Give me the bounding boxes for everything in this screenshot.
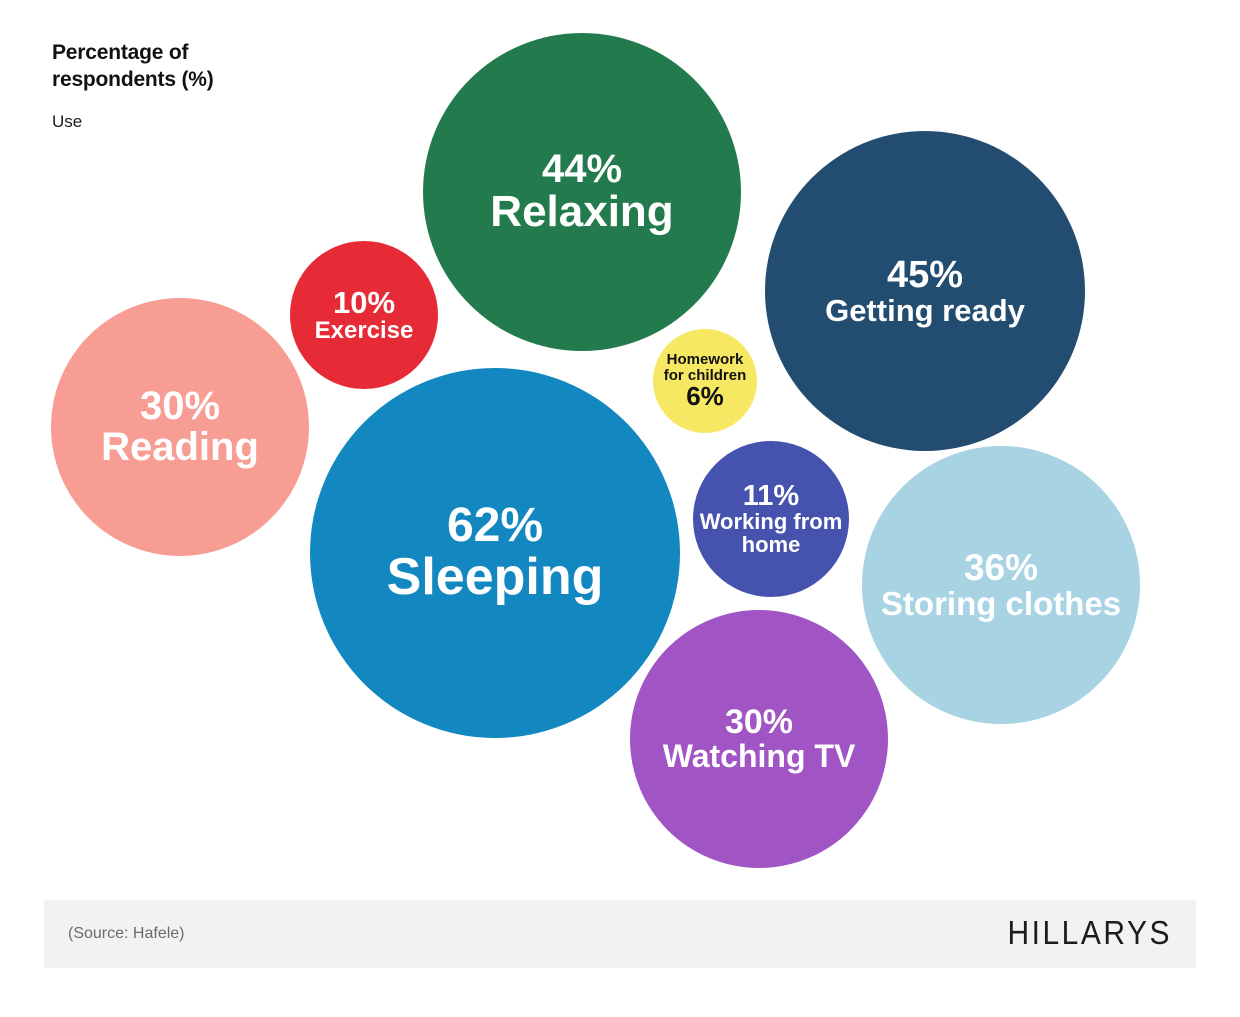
bubble-value: 62% [446, 499, 544, 552]
bubble-label: Exercise [314, 316, 414, 344]
bubble-label: Getting ready [825, 292, 1025, 328]
bubble-label: Relaxing [490, 186, 674, 236]
chart-subtitle: Use [52, 111, 83, 131]
bubble-label: Working from home [699, 509, 843, 557]
bubble-value: 36% [963, 547, 1039, 589]
hillarys-logo: HILLARYS [1007, 914, 1172, 952]
bubble-value: 44% [541, 147, 623, 192]
bubble-getting-ready[interactable]: 45%Getting ready [765, 131, 1085, 451]
chart-header: Percentage of respondents (%) Use [52, 40, 472, 132]
bubble-sleeping[interactable]: 62%Sleeping [310, 368, 680, 738]
page-title: Percentage of respondents (%) [52, 41, 214, 91]
bubble-label: Watching TV [662, 738, 856, 775]
bubble-value: 10% [332, 284, 396, 320]
bubble-value: 11% [742, 479, 800, 512]
bubble-value: 45% [886, 253, 964, 296]
bubble-value: 30% [724, 703, 794, 742]
source-note: (Source: Hafele) [68, 925, 185, 942]
bubble-value: 30% [139, 384, 221, 429]
bubble-value: 6% [686, 381, 724, 412]
bubble-storing-clothes[interactable]: 36%Storing clothes [862, 446, 1140, 724]
bubble-reading[interactable]: 30%Reading [51, 298, 309, 556]
bubble-label: Storing clothes [880, 585, 1122, 623]
bubble-label: Reading [101, 425, 259, 469]
bubble-relaxing[interactable]: 44%Relaxing [423, 33, 741, 351]
bubble-working-from-home[interactable]: 11%Working from home [693, 441, 849, 597]
chart-footer: (Source: Hafele) HILLARYS [44, 900, 1196, 968]
bubble-watching-tv[interactable]: 30%Watching TV [630, 610, 888, 868]
bubble-label: Sleeping [386, 547, 604, 606]
bubble-exercise[interactable]: 10%Exercise [290, 241, 438, 389]
bubble-label: Homework for children [663, 351, 747, 384]
